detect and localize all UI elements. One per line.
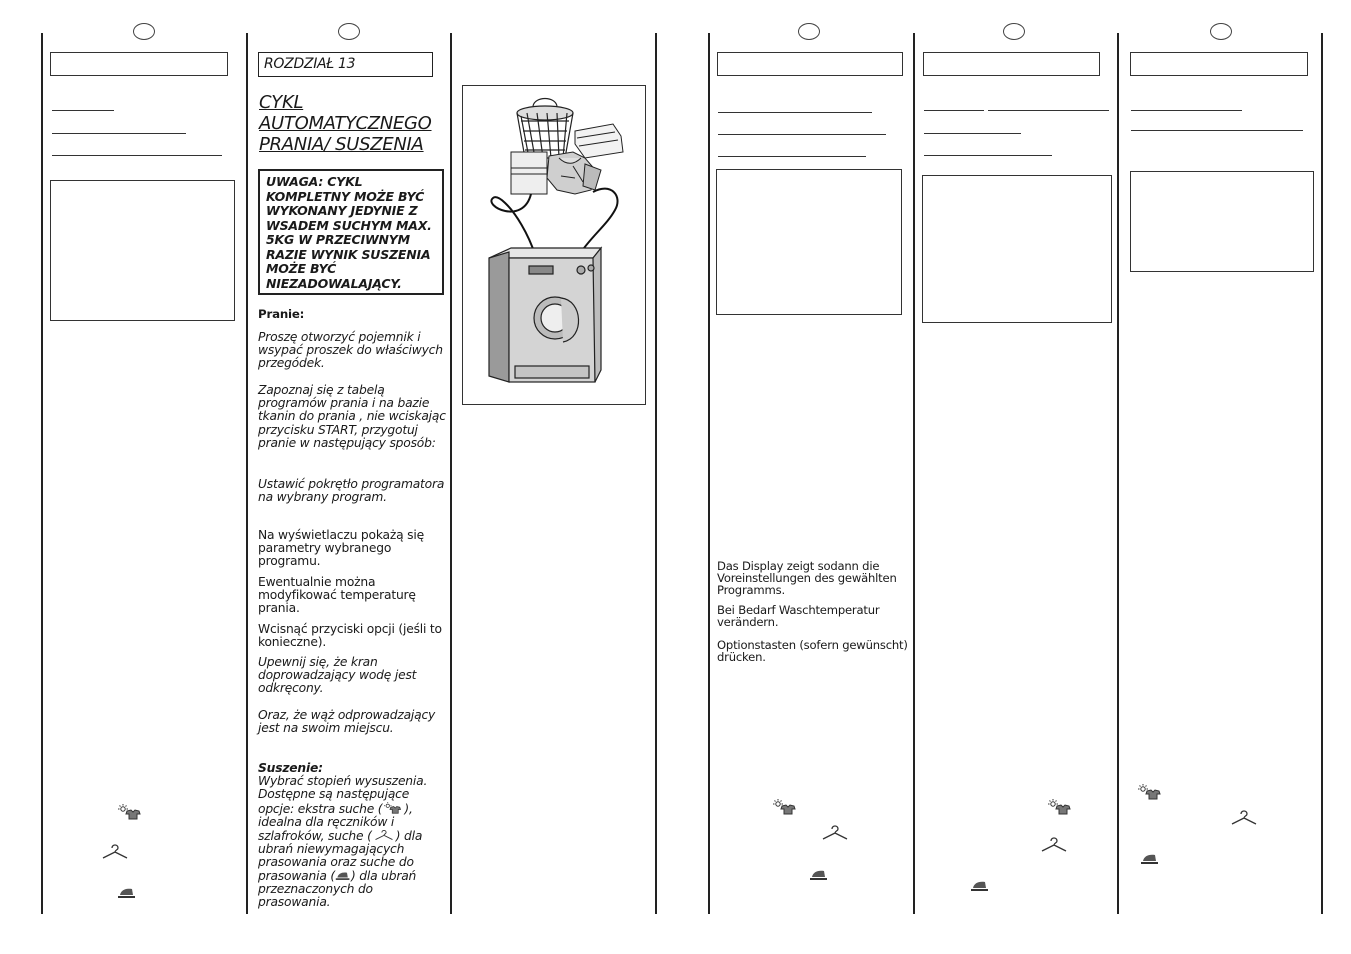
title-line	[1131, 110, 1242, 111]
column-divider	[913, 33, 915, 914]
drying-heading: Suszenie:	[258, 761, 323, 775]
extra-dry-icon	[1048, 799, 1071, 815]
hanger-icon	[102, 844, 128, 859]
paragraph: Optionstasten (sofern gewünscht) drücken…	[717, 638, 908, 664]
paragraph: Upewnij się, że kran doprowadzający wodę…	[258, 655, 417, 696]
title-line	[52, 110, 114, 111]
chapter-heading-box	[923, 52, 1100, 76]
title-line	[988, 110, 1109, 111]
hanger-icon	[1041, 837, 1067, 852]
title-line	[924, 110, 984, 111]
language-circle	[798, 23, 820, 40]
chapter-heading-box	[50, 52, 228, 76]
extra-dry-icon	[1138, 784, 1161, 800]
title-line	[718, 112, 872, 113]
warning-box	[1130, 171, 1314, 272]
page-title: CYKL AUTOMATYCZNEGO PRANIA/ SUSZENIA	[259, 92, 432, 155]
paragraph: Ustawić pokrętło programatora na wybrany…	[258, 477, 445, 505]
title-line	[924, 155, 1052, 156]
illustration-frame	[462, 85, 646, 405]
language-circle	[338, 23, 360, 40]
column-divider	[708, 33, 710, 914]
paragraph: Ewentualnie można modyfikować temperatur…	[258, 575, 416, 616]
extra-dry-icon	[773, 799, 796, 815]
laundry-basket-icon	[488, 97, 624, 383]
column-divider	[1117, 33, 1119, 914]
washing-heading: Pranie:	[258, 307, 305, 321]
hanger-icon	[1231, 810, 1257, 825]
drying-section: Suszenie: Wybrać stopień wysuszenia. Dos…	[258, 761, 446, 909]
title-line	[718, 134, 886, 135]
paragraph: Proszę otworzyć pojemnik i wsypać prosze…	[258, 330, 443, 371]
column-divider	[450, 33, 452, 914]
column-divider	[246, 33, 248, 914]
drying-text: ) dla ubrań przeznaczonych do prasowania…	[258, 868, 417, 910]
warning-box: UWAGA: CYKL KOMPLETNY MOŻE BYĆ WYKONANY …	[258, 169, 444, 295]
hanger-icon	[375, 829, 393, 841]
drying-paragraph: Wybrać stopień wysuszenia. Dostępne są n…	[258, 775, 446, 909]
title-line	[52, 133, 186, 134]
iron-icon	[1141, 854, 1158, 864]
column-divider	[655, 33, 657, 914]
language-circle	[1210, 23, 1232, 40]
column-divider	[41, 33, 43, 914]
title-line	[52, 155, 222, 156]
language-circle	[133, 23, 155, 40]
warning-box	[922, 175, 1112, 323]
iron-icon	[335, 872, 350, 880]
paragraph: Na wyświetlaczu pokażą się parametry wyb…	[258, 528, 424, 569]
iron-icon	[971, 881, 988, 891]
paragraph: Zapoznaj się z tabelą programów prania i…	[258, 383, 446, 450]
language-circle	[1003, 23, 1025, 40]
paragraph: Bei Bedarf Waschtemperatur verändern.	[717, 603, 880, 629]
iron-icon	[810, 870, 827, 880]
chapter-heading-box	[717, 52, 903, 76]
paragraph: Wcisnąć przyciski opcji (jeśli to koniec…	[258, 622, 442, 650]
washing-machine-icon	[488, 246, 603, 383]
warning-box	[50, 180, 235, 321]
warning-box	[716, 169, 902, 315]
drying-text: ) dla ubrań niewymagających prasowania o…	[258, 829, 423, 883]
paragraph: Das Display zeigt sodann die Voreinstell…	[717, 559, 897, 597]
iron-icon	[118, 888, 135, 898]
extra-dry-icon	[118, 804, 141, 820]
title-line	[924, 133, 1021, 134]
drying-text: Wybrać stopień wysuszenia. Dostępne są n…	[258, 774, 428, 816]
drying-text: ), idealna dla ręczników i szlafroków, s…	[258, 801, 413, 844]
column-divider	[1321, 33, 1323, 914]
chapter-heading-box	[1130, 52, 1308, 76]
title-line	[718, 156, 866, 157]
hanger-icon	[822, 825, 848, 840]
chapter-heading: ROZDZIAŁ 13	[258, 52, 433, 77]
extra-dry-icon	[384, 801, 402, 814]
title-line	[1131, 130, 1303, 131]
paragraph: Oraz, że wąż odprowadzający jest na swoi…	[258, 708, 436, 736]
